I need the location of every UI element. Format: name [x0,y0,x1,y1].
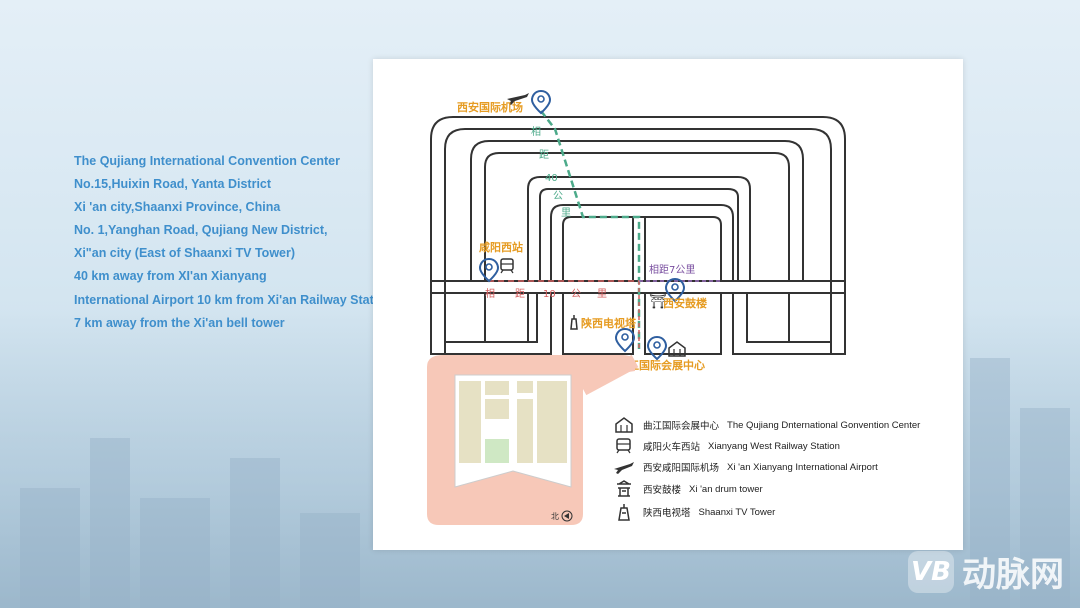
legend-zh: 曲江国际会展中心 [643,421,720,432]
legend-en: Xi 'an drum tower [689,483,763,495]
airplane-icon [507,93,529,105]
arrow-icon [564,513,569,519]
legend-en: Xi 'an Xianyang International Airport [727,461,878,473]
legend-zh: 西安咸阳国际机场 [643,463,720,474]
north-indicator: 北 [551,510,573,522]
drum-tower-label: 西安鼓楼 [663,296,707,310]
xianyang-station-label: 咸阳西站 [479,240,523,254]
drum-tower-icon: ⛩ [649,294,667,310]
vb-logo: VB [908,550,954,593]
distance-40-char: 相 [531,125,541,138]
distance-40-char: 里 [561,207,571,219]
address-line: Xi 'an city,Shaanxi Province, China [74,200,281,215]
venue-inset: 北 [427,354,639,525]
airport-label: 西安国际机场 [457,100,523,114]
location-map: 相 距 40 公 里 相 距 10 公 里 相距7公里 西安国际机场 咸阳西站 [427,89,846,525]
convention-center-label: 曲江国际会展中心 [617,358,705,372]
distance-10-char: 10 [543,289,556,300]
ring-road-outer [430,116,846,354]
tv-tower-icon [570,315,578,330]
legend-en: Xianyang West Railway Station [708,440,840,452]
distance-10-char: 公 [571,289,581,300]
legend-item-drum-tower: 西安鼓楼 Xi 'an drum tower [613,479,763,499]
address-line: 7 km away from the Xi'an bell tower [74,315,285,330]
drum-tower-icon [613,480,635,498]
legend-zh: 咸阳火车西站 [643,442,701,453]
location-pin-icon [478,257,500,283]
address-line: No.15,Huixin Road, Yanta District [74,177,272,192]
route-40km [540,110,641,349]
watermark-text: 动脉网 [962,555,1064,595]
svg-text:⛩: ⛩ [649,294,667,310]
ring-road-3 [527,176,751,281]
location-pin-icon [530,89,552,115]
address-line: No. 1,Yanghan Road, Qujiang New District… [74,223,328,238]
distance-10-char: 里 [597,288,607,300]
legend-en: The Qujiang Dnternational Gonvention Cen… [727,419,921,431]
watermark: VB 动脉网 [908,547,1064,596]
distance-40-char: 距 [539,149,549,161]
convention-center-icon [613,416,635,434]
legend-item-railway-station: 咸阳火车西站 Xianyang West Railway Station [613,436,840,456]
tv-tower-label: 陕西电视塔 [581,316,637,330]
distance-10-char: 距 [515,288,525,300]
legend-item-convention-center: 曲江国际会展中心 The Qujiang Dnternational Gonve… [613,415,920,435]
ring-road-inner [550,204,734,281]
location-pin-icon [646,335,668,361]
legend-item-tv-tower: 陕西电视塔 Shaanxi TV Tower [613,502,775,522]
address-line: Xi"an city (East of Shaanxi TV Tower) [74,246,296,261]
railway-station-icon [613,437,635,455]
distance-40-char: 40 [545,173,558,184]
map-card: 相 距 40 公 里 相 距 10 公 里 相距7公里 西安国际机场 咸阳西站 [373,59,963,550]
legend-item-airport: 西安咸阳国际机场 Xi 'an Xianyang International A… [613,457,878,477]
airplane-icon [613,458,635,476]
distance-7km-label: 相距7公里 [649,263,695,276]
address-line: International Airport 10 km from Xi'an R… [74,292,393,307]
north-label: 北 [551,512,559,521]
address-line: The Qujiang International Convention Cen… [74,154,340,168]
railway-station-icon [500,258,514,274]
distance-10-char: 相 [485,287,495,300]
legend-en: Shaanxi TV Tower [698,506,776,518]
ring-road-2 [470,140,804,281]
tv-tower-icon [613,503,635,521]
address-text-block: The Qujiang International Convention Cen… [74,150,424,335]
legend-zh: 陕西电视塔 [643,508,691,519]
location-pin-icon [614,327,636,353]
distance-40-char: 公 [553,191,563,202]
address-line: 40 km away from XI'an Xianyang [74,269,267,284]
convention-center-icon [668,341,686,357]
location-pin-icon [664,277,686,303]
legend-zh: 西安鼓楼 [643,485,682,496]
